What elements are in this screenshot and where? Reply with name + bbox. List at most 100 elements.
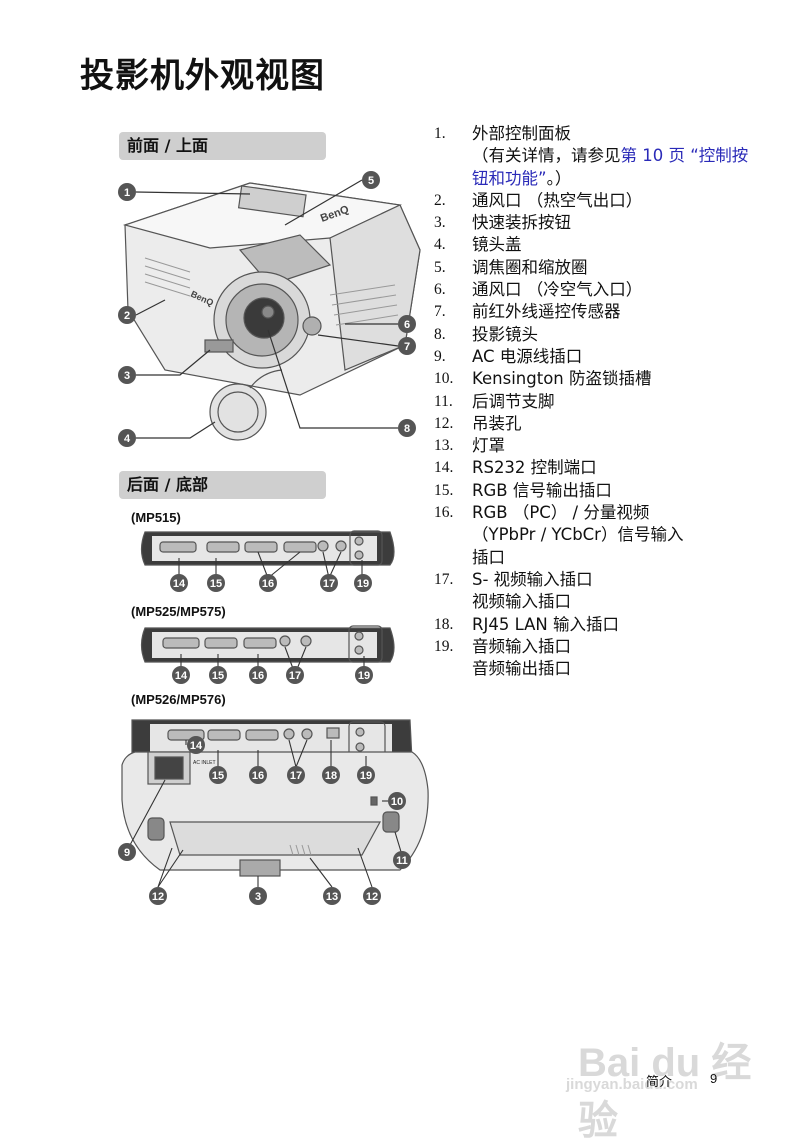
svg-text:14: 14	[190, 740, 203, 752]
list-item: 4.镜头盖	[434, 235, 522, 255]
svg-text:5: 5	[368, 175, 374, 187]
callout-6: 6	[398, 315, 416, 333]
svg-text:16: 16	[252, 770, 264, 782]
list-item: 6.通风口 （冷空气入口）	[434, 280, 643, 300]
mp525-rear-panel	[140, 625, 395, 663]
callout-17-mp525: 17	[286, 666, 304, 684]
callout-11: 11	[393, 851, 411, 869]
svg-text:17: 17	[323, 578, 335, 590]
svg-text:13: 13	[326, 891, 338, 903]
svg-text:12: 12	[152, 891, 164, 903]
list-item: 10.Kensington 防盗锁插槽	[434, 369, 652, 389]
baidu-watermark: Bai du 经验 jingyan.baidu.com	[566, 1041, 752, 1143]
list-item: 3.快速装拆按钮	[434, 213, 571, 233]
list-item: 8.投影镜头	[434, 324, 538, 344]
control-panel-link[interactable]: 第 10 页 “控制按钮和功能”	[472, 146, 749, 188]
svg-text:14: 14	[175, 670, 188, 682]
callout-15-mp525: 15	[209, 666, 227, 684]
svg-text:11: 11	[396, 855, 408, 867]
svg-text:15: 15	[212, 770, 224, 782]
svg-text:9: 9	[124, 847, 130, 859]
list-item: 12.吊装孔	[434, 413, 522, 433]
list-item: 视频输入插口	[472, 592, 571, 612]
callout-13: 13	[323, 887, 341, 905]
callout-3-bottom: 3	[249, 887, 267, 905]
svg-text:14: 14	[173, 578, 186, 590]
callout-16-mp515: 16	[259, 574, 277, 592]
svg-text:4: 4	[124, 433, 131, 445]
callout-14-mp515: 14	[170, 574, 188, 592]
callout-16-mp526: 16	[249, 766, 267, 784]
list-item: 音频输出插口	[472, 659, 571, 679]
svg-text:10: 10	[391, 796, 403, 808]
model-label-mp515: (MP515)	[131, 510, 181, 525]
svg-text:7: 7	[404, 341, 410, 353]
svg-text:15: 15	[212, 670, 224, 682]
list-item: 2.通风口 （热空气出口）	[434, 190, 643, 210]
list-item: 18.RJ45 LAN 输入插口	[434, 614, 620, 634]
list-item: 11.后调节支脚	[434, 391, 555, 411]
list-item: 17.S- 视频输入插口	[434, 569, 593, 589]
svg-text:17: 17	[290, 770, 302, 782]
list-item: 15.RGB 信号输出插口	[434, 480, 612, 500]
svg-text:3: 3	[255, 891, 261, 903]
footer-page-number: 9	[710, 1071, 718, 1086]
svg-text:3: 3	[124, 370, 130, 382]
mp526-rear-bottom-drawing	[121, 719, 429, 877]
callout-14-mp526: 14	[187, 736, 205, 754]
callout-16-mp525: 16	[249, 666, 267, 684]
callout-4: 4	[118, 429, 136, 447]
list-item: 9.AC 电源线插口	[434, 346, 583, 366]
callout-18-mp526: 18	[322, 766, 340, 784]
mp515-rear-panel	[140, 530, 395, 566]
list-item: 14.RS232 控制端口	[434, 458, 597, 478]
callout-markers: 1 5 2 6 7 3 4 8 14 15 16 17 19 14 15 16 …	[118, 171, 416, 905]
model-label-mp525: (MP525/MP575)	[131, 604, 226, 619]
svg-text:16: 16	[262, 578, 274, 590]
section-rear-bottom: 后面 / 底部	[119, 471, 326, 499]
callout-15-mp515: 15	[207, 574, 225, 592]
svg-text:1: 1	[124, 187, 130, 199]
list-item: （有关详情，请参见第 10 页 “控制按钮和功能”。）	[472, 146, 749, 188]
list-item: 19.音频输入插口	[434, 636, 571, 656]
callout-12-right: 12	[363, 887, 381, 905]
svg-text:19: 19	[360, 770, 372, 782]
callout-1: 1	[118, 183, 136, 201]
ac-inlet-label: AC INLET	[193, 760, 216, 766]
model-label-mp526: (MP526/MP576)	[131, 692, 226, 707]
callout-19-mp525: 19	[355, 666, 373, 684]
svg-text:17: 17	[289, 670, 301, 682]
svg-text:18: 18	[325, 770, 337, 782]
list-item: （YPbPr / YCbCr）信号输入	[472, 525, 684, 545]
list-item: 7.前红外线遥控传感器	[434, 302, 621, 322]
callout-17-mp526: 17	[287, 766, 305, 784]
callout-19-mp515: 19	[354, 574, 372, 592]
callout-12-left: 12	[149, 887, 167, 905]
callout-9: 9	[118, 843, 136, 861]
callout-3: 3	[118, 366, 136, 384]
svg-text:12: 12	[366, 891, 378, 903]
front-projector-drawing	[122, 182, 421, 441]
svg-text:8: 8	[404, 423, 410, 435]
callout-10: 10	[388, 792, 406, 810]
footer-section: 简介	[646, 1075, 673, 1090]
callout-17-mp515: 17	[320, 574, 338, 592]
parts-list: 1.外部控制面板 （有关详情，请参见第 10 页 “控制按钮和功能”。） 2.通…	[434, 123, 764, 680]
list-item: 1.外部控制面板	[434, 124, 571, 143]
svg-text:16: 16	[252, 670, 264, 682]
callout-5: 5	[362, 171, 380, 189]
svg-text:2: 2	[124, 310, 130, 322]
svg-text:15: 15	[210, 578, 222, 590]
list-item: 插口	[472, 547, 505, 567]
section-front-top: 前面 / 上面	[119, 132, 326, 160]
list-item: 5.调焦圈和缩放圈	[434, 257, 588, 277]
svg-text:19: 19	[357, 578, 369, 590]
callout-14-mp525: 14	[172, 666, 190, 684]
page-title: 投影机外观视图	[80, 56, 325, 96]
callout-15-mp526: 15	[209, 766, 227, 784]
svg-text:19: 19	[358, 670, 370, 682]
callout-2: 2	[118, 306, 136, 324]
list-item: 16.RGB （PC） / 分量视频	[434, 503, 650, 523]
list-item: 13.灯罩	[434, 436, 505, 456]
